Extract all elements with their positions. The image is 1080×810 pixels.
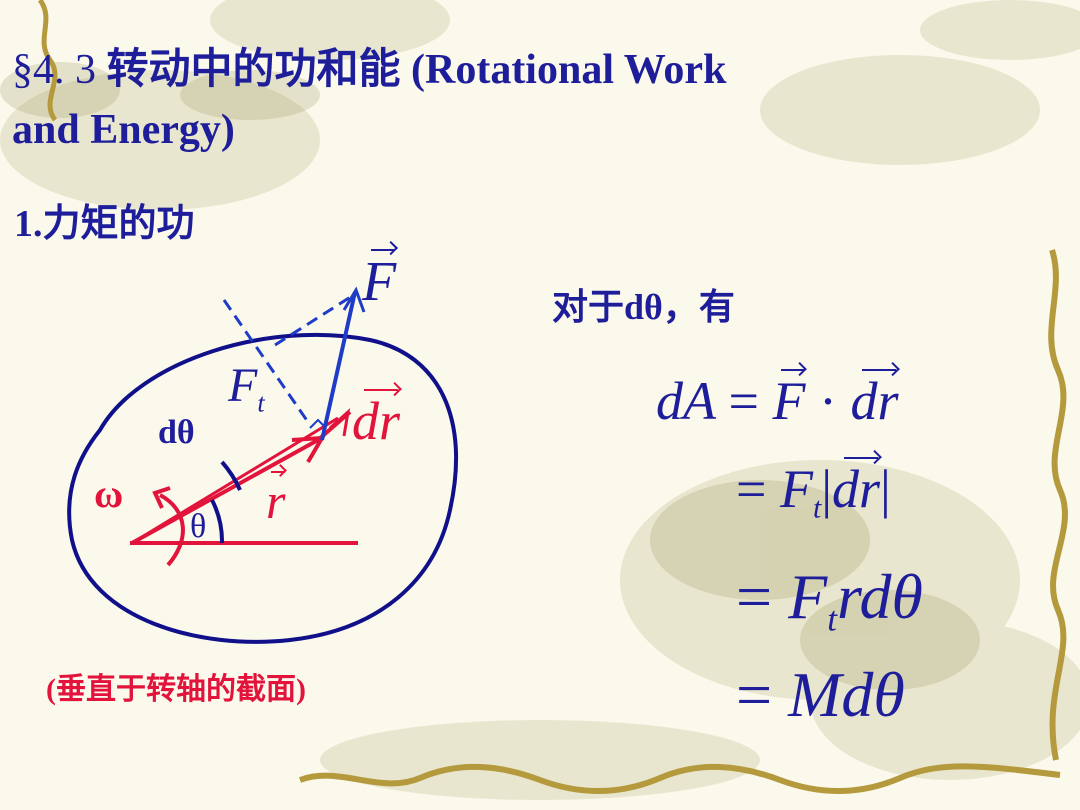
label-theta: θ: [190, 508, 207, 545]
diagram-caption: (垂直于转轴的截面): [46, 673, 306, 706]
label-r: r: [266, 471, 286, 529]
omega-arrowhead: [152, 486, 171, 509]
label-F: F: [362, 248, 397, 313]
equation-2: = Ft|dr|: [736, 456, 891, 525]
intro-text: 对于dθ，有: [552, 287, 735, 327]
omega-arrow: [158, 493, 185, 567]
title-en-line1: (Rotational Work: [411, 47, 727, 93]
equation-4: = Mdθ: [736, 659, 905, 730]
theta-arc: [210, 499, 225, 544]
equation-1: dA = F · dr: [656, 368, 899, 431]
label-dr: dr: [352, 388, 401, 451]
label-Ft: Ft: [228, 359, 265, 418]
right-angle-mark: [309, 418, 327, 429]
dr-arrowhead: [329, 408, 351, 437]
dashed-line-tangent: [222, 299, 310, 423]
label-omega: ω: [94, 471, 124, 516]
slide-title: §4. 3 转动中的功和能 (Rotational Work and Energ…: [12, 40, 1012, 160]
F-vector: [320, 291, 357, 441]
title-cn: 转动中的功和能: [106, 47, 401, 93]
section-mark: §4. 3: [12, 47, 96, 93]
subtitle: 1.力矩的功: [14, 203, 195, 245]
dashed-line-top: [274, 294, 353, 347]
dtheta-arc: [220, 460, 242, 491]
title-en-line2: and Energy): [12, 107, 235, 153]
cross-section-outline: [67, 332, 459, 644]
equation-3: = Ftrdθ: [736, 561, 923, 639]
label-dtheta: dθ: [158, 414, 195, 451]
